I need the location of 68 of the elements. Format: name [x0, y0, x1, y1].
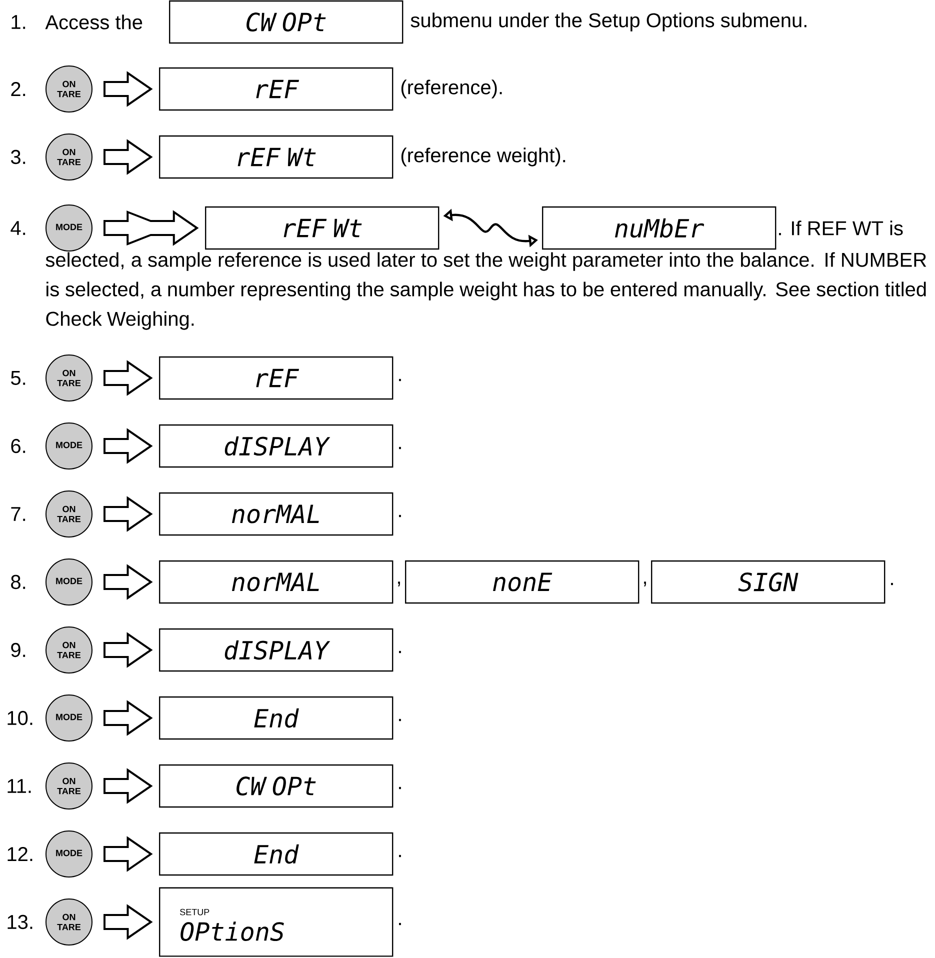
instruction-text: . [399, 378, 401, 382]
instruction-text: . [399, 922, 401, 926]
instruction-text: , [398, 582, 400, 586]
instruction-text: , [644, 582, 646, 586]
instruction-text: . [399, 650, 401, 654]
instruction-text: . [399, 718, 401, 722]
block-arrow [104, 564, 153, 600]
step-number: 12. [8, 847, 32, 861]
block-arrow [104, 360, 153, 396]
display-screen: norMAL [159, 492, 394, 536]
display-screen: norMAL [159, 560, 394, 604]
display-screen: rEF [159, 67, 394, 111]
button: ON TARE [46, 134, 92, 180]
step-number: 13. [8, 914, 32, 930]
block-arrow [104, 768, 153, 804]
step-number: 2. [11, 82, 26, 96]
instruction-text: . [399, 446, 401, 450]
button: ON TARE [46, 898, 92, 946]
instruction-text: Access the [45, 14, 142, 30]
instruction-text: (reference weight). [401, 148, 566, 166]
step-number: 5. [11, 371, 26, 385]
display-screen: SETUP OPtionS [159, 887, 394, 957]
step-number: 11. [8, 779, 31, 793]
block-arrow [104, 904, 153, 940]
display-screen: nuMbEr [542, 206, 776, 250]
step-number: 7. [11, 507, 26, 521]
double-block-arrow [104, 210, 199, 246]
display-screen: dISPLAY [159, 628, 394, 672]
step-number: 6. [11, 438, 26, 454]
instruction-text: . [399, 514, 401, 518]
display-screen: nonE [405, 560, 640, 604]
step-number: 8. [11, 574, 26, 590]
block-arrow [104, 632, 153, 668]
paragraph: selected, a sample reference is used later to set the weight parameter into the balance. If NUMBER is selected, a number representing the sample weight has to be entered manually. See section titled Check Weighing. [46, 252, 926, 330]
button: ON TARE [46, 66, 92, 112]
display-screen: dISPLAY [159, 424, 394, 468]
block-arrow [104, 496, 153, 532]
block-arrow [104, 836, 153, 872]
step-number: 1. [12, 15, 26, 29]
button: MODE [46, 422, 92, 470]
button: ON TARE [46, 762, 92, 810]
display-screen: rEF Wt [205, 206, 440, 250]
button: MODE [46, 204, 92, 252]
button: MODE [46, 694, 92, 742]
button: MODE [46, 558, 92, 606]
display-screen: End [159, 832, 394, 876]
block-arrow [104, 700, 153, 736]
instruction-text: . [399, 854, 401, 858]
display-screen: rEF [159, 356, 394, 400]
display-screen: SIGN [651, 560, 886, 604]
button: ON TARE [46, 354, 92, 402]
instruction-text: submenu under the Setup Options submenu. [410, 12, 806, 32]
display-screen: CW OPt [159, 764, 394, 808]
button: ON TARE [46, 626, 92, 674]
block-arrow [104, 428, 153, 464]
display-screen: CW OPt [169, 0, 404, 44]
block-arrow [104, 71, 153, 107]
instruction-text: . [399, 786, 401, 790]
block-arrow [104, 139, 153, 175]
button: MODE [46, 830, 92, 878]
display-screen: End [159, 696, 394, 740]
instruction-text: (reference). [401, 80, 502, 98]
step-number: 10. [8, 710, 32, 726]
step-number: 3. [10, 150, 26, 164]
display-screen: rEF Wt [159, 135, 394, 179]
step-number: 4. [10, 221, 26, 235]
step-number: 9. [11, 642, 26, 658]
button: ON TARE [46, 490, 92, 538]
